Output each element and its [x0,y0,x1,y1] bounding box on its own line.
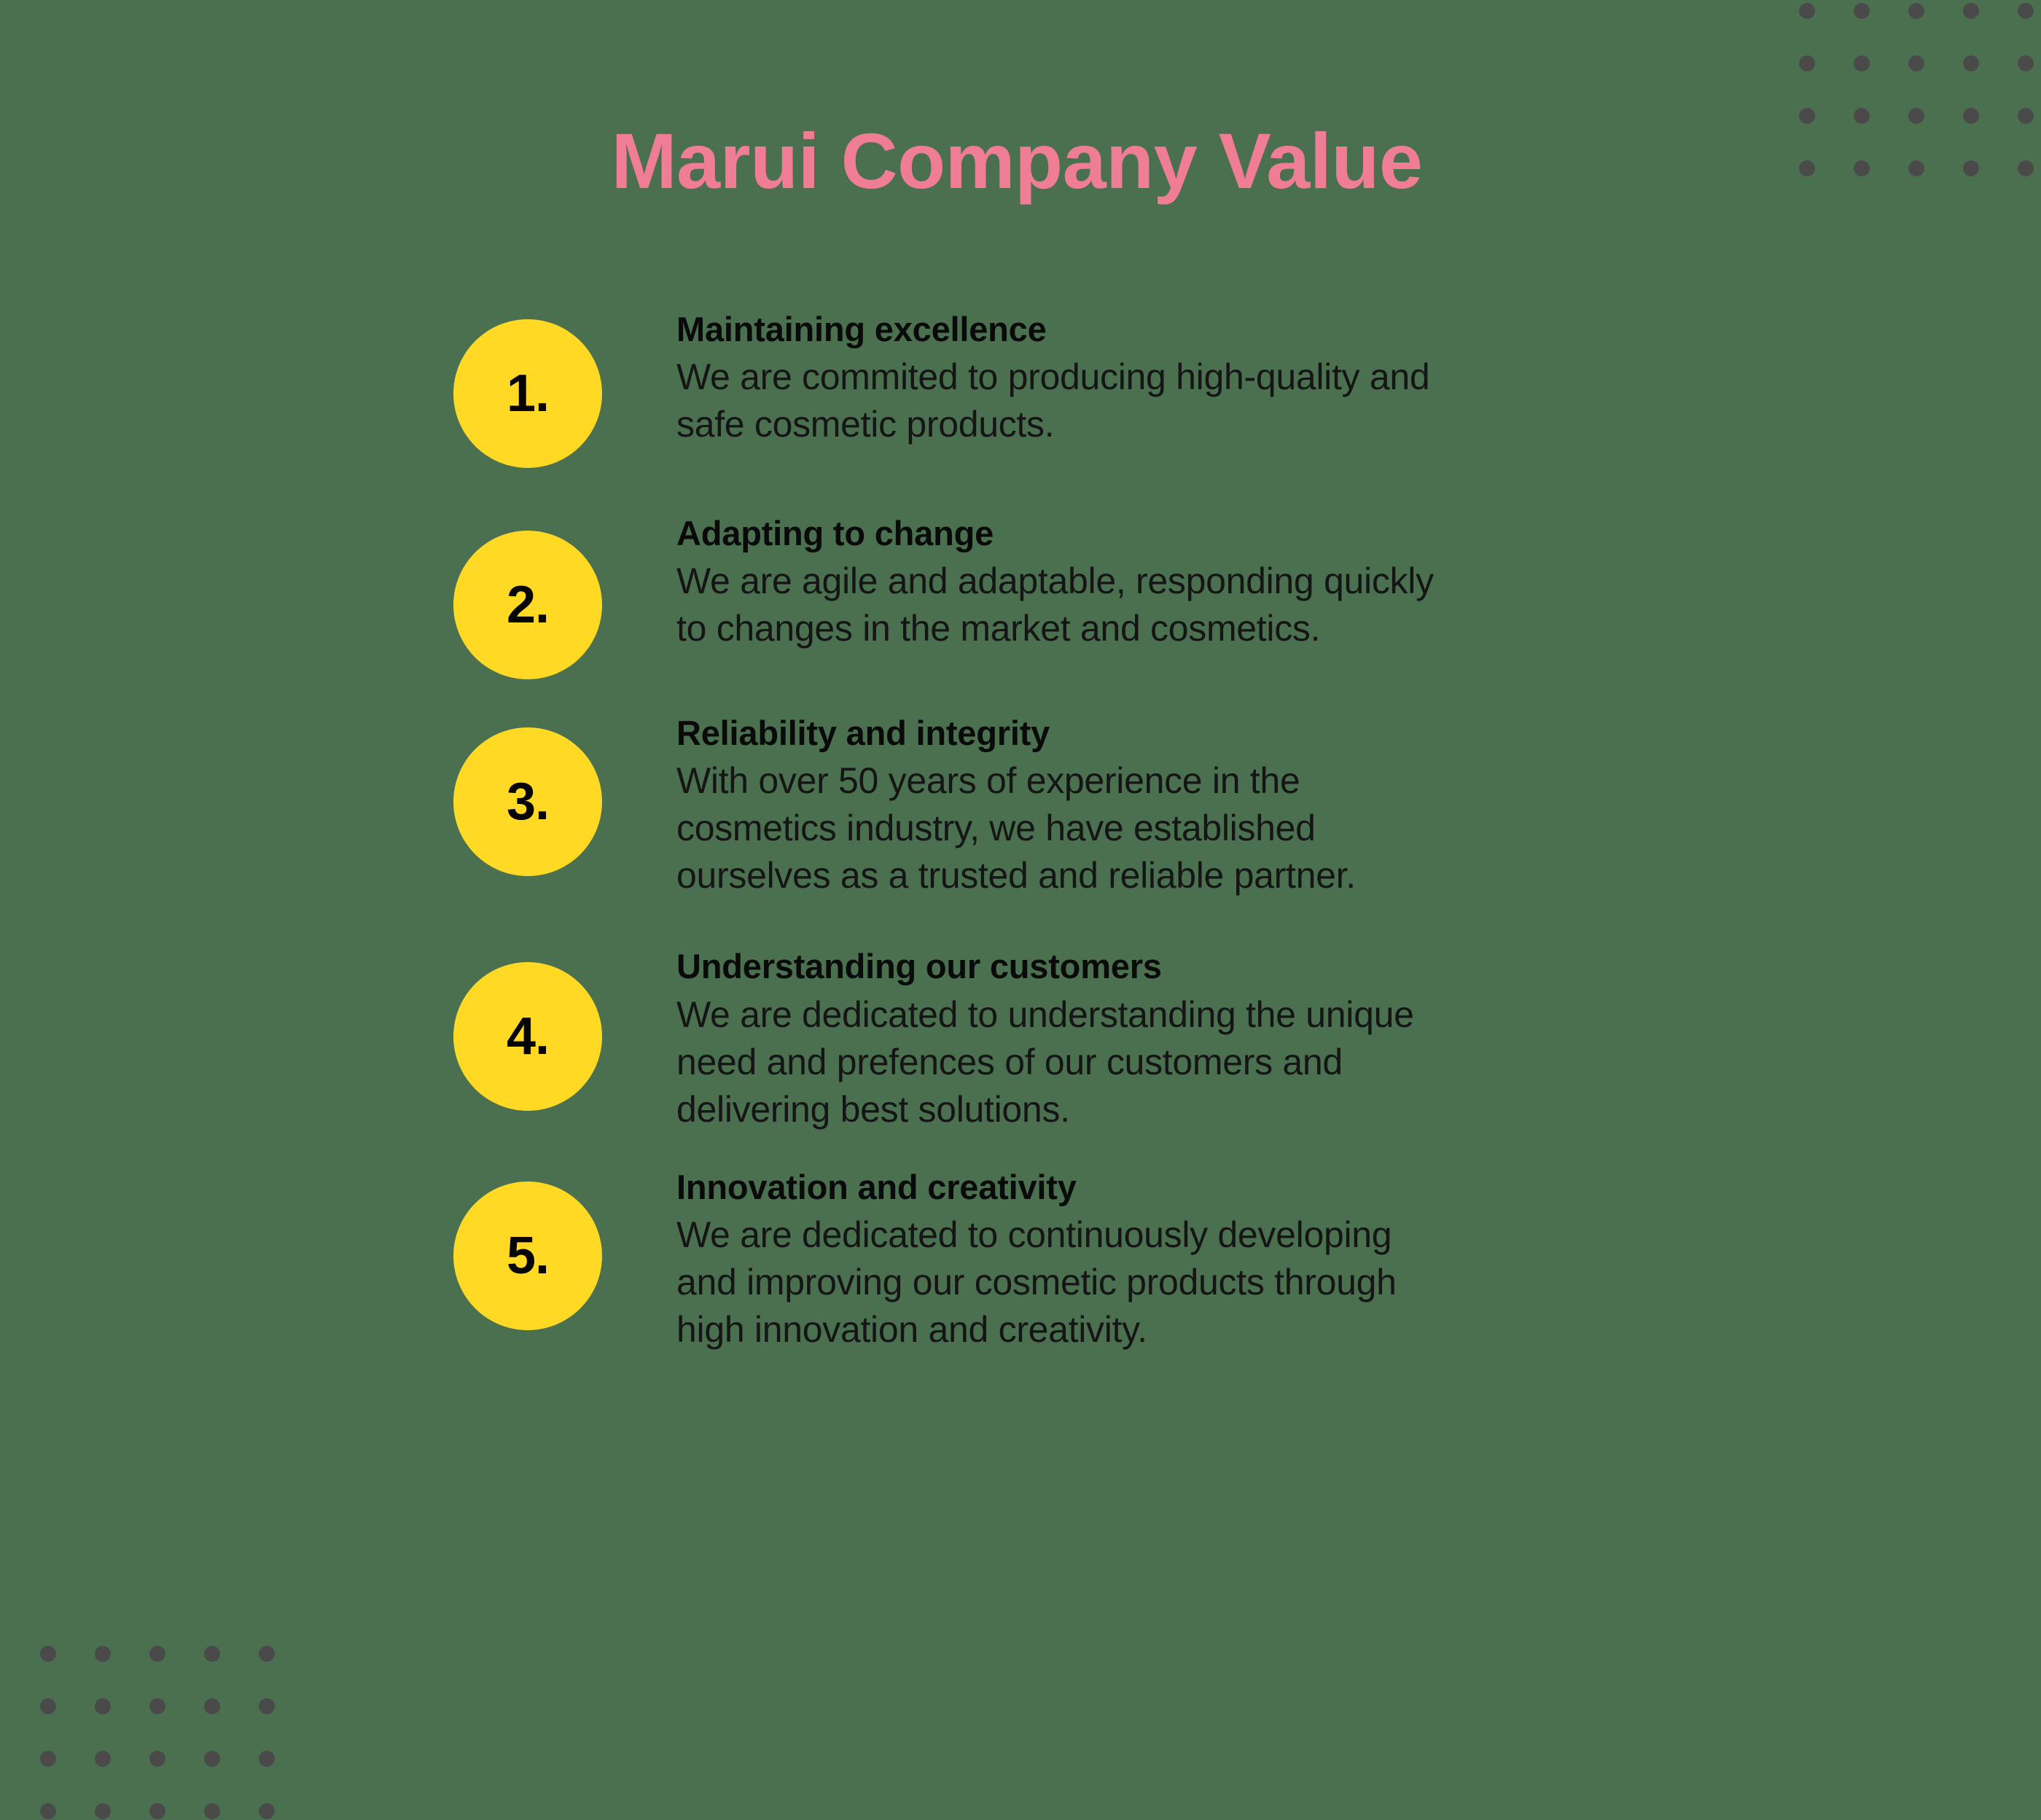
list-item: 3. Reliability and integrity With over 5… [453,710,1838,899]
value-number-badge-1: 1. [453,319,602,468]
list-item: 5. Innovation and creativity We are dedi… [453,1164,1838,1354]
list-item: 1. Maintaining excellence We are commite… [453,306,1838,468]
dot [1799,55,1815,71]
value-number-3: 3. [506,773,550,831]
value-text-5: We are dedicated to continuously develop… [676,1214,1397,1351]
value-number-4: 4. [506,1007,550,1066]
dot [1908,55,1924,71]
value-content-1: Maintaining excellence We are commited t… [602,306,1838,448]
page-title: Marui Company Value [611,117,1423,206]
dot [1854,160,1870,176]
value-heading-4: Understanding our customers [676,947,1162,986]
dot [204,1803,220,1819]
dot [149,1646,165,1662]
dot [2018,160,2034,176]
company-values-list: 1. Maintaining excellence We are commite… [453,306,1838,1354]
value-content-3: Reliability and integrity With over 50 y… [602,710,1838,899]
dot [1963,55,1979,71]
dot [204,1646,220,1662]
dot [2018,55,2034,71]
dot [1799,160,1815,176]
dot [149,1803,165,1819]
value-text-4: We are dedicated to understanding the un… [676,993,1414,1130]
dot [1908,3,1924,19]
dot [149,1698,165,1714]
value-heading-1: Maintaining excellence [676,310,1047,348]
value-text-3: With over 50 years of experience in the … [676,760,1356,897]
dot [40,1751,56,1767]
dot [204,1698,220,1714]
dot [95,1646,111,1662]
dot [2018,3,2034,19]
decorative-dot-grid-top-right [1799,3,2034,176]
dot [95,1803,111,1819]
dot [1854,55,1870,71]
value-content-4: Understanding our customers We are dedic… [602,943,1838,1133]
value-number-1: 1. [506,364,550,423]
dot [95,1751,111,1767]
value-number-badge-4: 4. [453,962,602,1112]
dot [95,1698,111,1714]
decorative-dot-grid-bottom-left [40,1646,275,1819]
dot [1963,108,1979,124]
dot [1799,3,1815,19]
value-content-2: Adapting to change We are agile and adap… [602,510,1838,652]
value-heading-5: Innovation and creativity [676,1167,1077,1206]
value-text-1: We are commited to producing high-qualit… [676,356,1430,445]
value-number-badge-5: 5. [453,1181,602,1330]
dot [1854,3,1870,19]
dot [40,1698,56,1714]
value-number-2: 2. [506,576,550,634]
value-heading-2: Adapting to change [676,514,994,552]
dot [259,1698,275,1714]
dot [40,1803,56,1819]
value-heading-3: Reliability and integrity [676,714,1050,752]
value-text-2: We are agile and adaptable, responding q… [676,561,1434,649]
dot [1799,108,1815,124]
dot [1963,3,1979,19]
list-item: 4. Understanding our customers We are de… [453,943,1838,1133]
list-item: 2. Adapting to change We are agile and a… [453,510,1838,679]
dot [1908,160,1924,176]
dot [40,1646,56,1662]
dot [259,1751,275,1767]
dot [1908,108,1924,124]
value-number-badge-2: 2. [453,531,602,679]
dot [2018,108,2034,124]
dot [1963,160,1979,176]
value-content-5: Innovation and creativity We are dedicat… [602,1164,1838,1354]
value-number-badge-3: 3. [453,727,602,876]
dot [259,1803,275,1819]
dot [259,1646,275,1662]
dot [204,1751,220,1767]
value-number-5: 5. [506,1226,550,1285]
dot [149,1751,165,1767]
dot [1854,108,1870,124]
